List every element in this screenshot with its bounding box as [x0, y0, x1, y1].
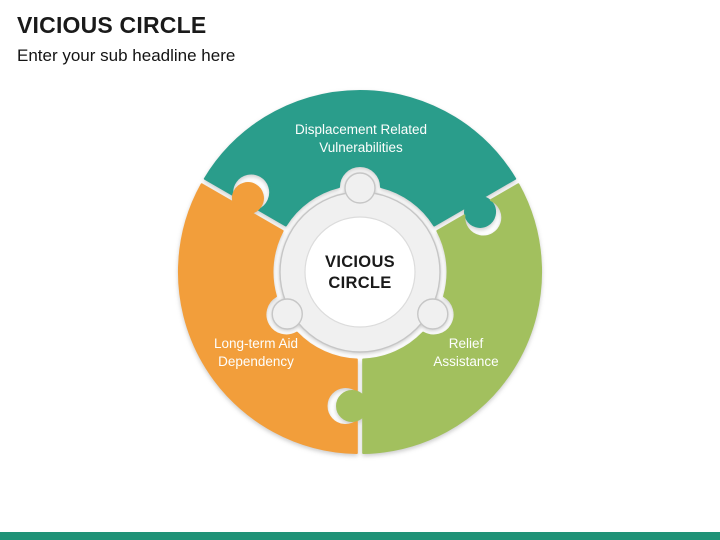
- puzzle-piece-bottom-left[interactable]: [177, 182, 358, 454]
- header: VICIOUS CIRCLE Enter your sub headline h…: [17, 12, 235, 66]
- segment-label-top-line2: Vulnerabilities: [319, 140, 403, 155]
- segment-label-bottom-right-line2: Assistance: [433, 354, 498, 369]
- puzzle-piece-bottom-right[interactable]: [336, 183, 543, 454]
- center-label-line2: CIRCLE: [328, 274, 391, 292]
- segment-label-top-line1: Displacement Related: [295, 122, 427, 137]
- puzzle-pieces: [177, 89, 543, 454]
- segment-label-bottom-right-line1: Relief: [449, 336, 484, 351]
- hub-knob-bottom-left: [271, 298, 303, 330]
- page-title[interactable]: VICIOUS CIRCLE: [17, 12, 207, 38]
- segment-labels: Displacement Related Vulnerabilities Lon…: [214, 122, 499, 369]
- segment-label-bottom-left-line2: Dependency: [218, 354, 294, 369]
- puzzle-piece-top[interactable]: [203, 89, 517, 228]
- hub-inner-circle: [304, 216, 416, 328]
- center-hub[interactable]: VICIOUS CIRCLE: [271, 172, 449, 353]
- page-subtitle[interactable]: Enter your sub headline here: [17, 46, 236, 65]
- hub-knob-top: [344, 172, 376, 204]
- hub-knob-bottom-right: [417, 298, 449, 330]
- center-label-line1: VICIOUS: [325, 253, 395, 271]
- footer-accent-bar: [0, 532, 720, 540]
- segment-label-bottom-left-line1: Long-term Aid: [214, 336, 298, 351]
